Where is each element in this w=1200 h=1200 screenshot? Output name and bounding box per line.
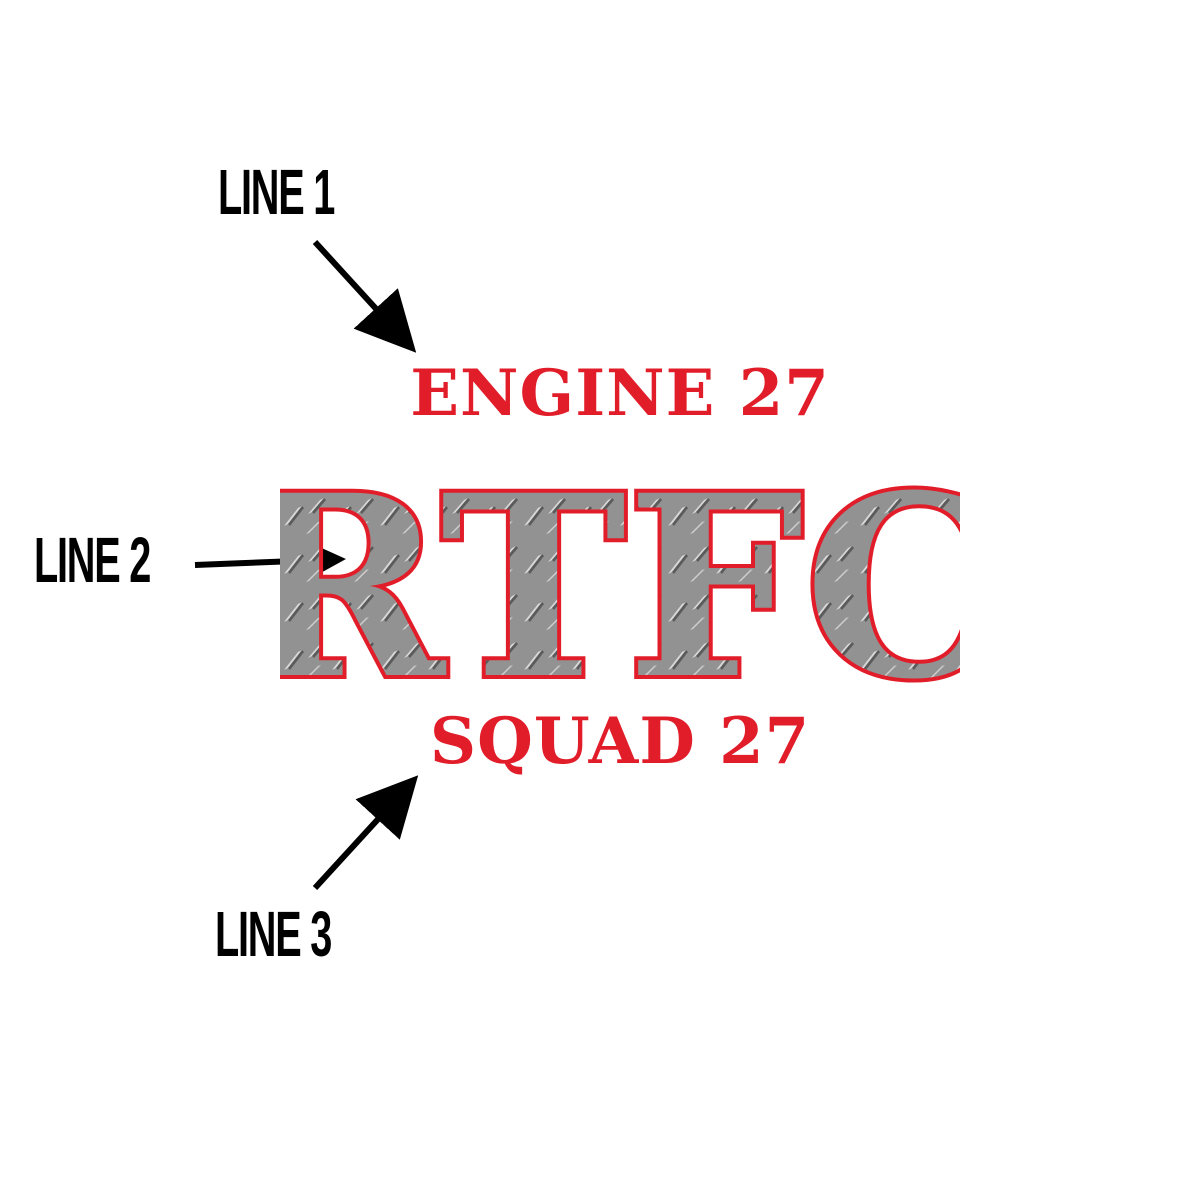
callout-line-3-label: LINE 3: [215, 898, 332, 970]
design-line-3: SQUAD 27: [429, 704, 811, 779]
arrow-icon: [194, 531, 346, 592]
design-line-2: RTFC: [280, 440, 960, 700]
rtfc-text: RTFC: [280, 440, 960, 700]
callout-line-1-label: LINE 1: [218, 156, 335, 228]
arrow-icon: [312, 775, 419, 891]
design-line-1: ENGINE 27: [410, 356, 830, 431]
callout-line-2-label: LINE 2: [34, 524, 151, 596]
arrow-icon: [312, 239, 417, 353]
